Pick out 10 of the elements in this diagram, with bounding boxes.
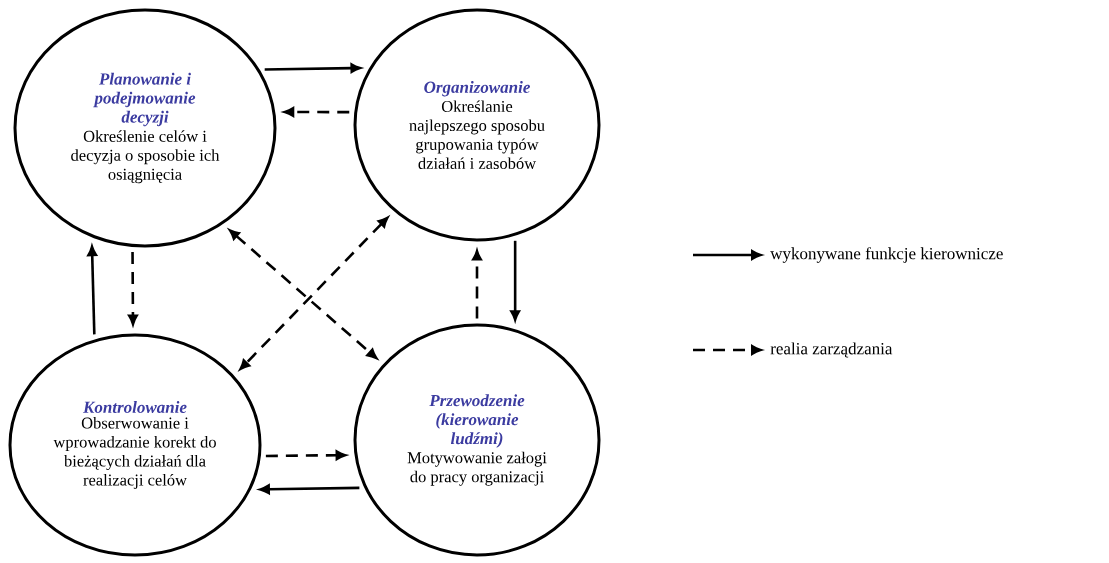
arrow (472, 249, 482, 319)
arrow (265, 450, 347, 461)
arrow (87, 245, 98, 335)
legend-text: realia zarządzania (770, 342, 893, 358)
arrow (283, 107, 350, 117)
arrow (228, 229, 378, 360)
arrow (128, 251, 138, 326)
arrow (510, 240, 521, 321)
arrow (239, 216, 389, 370)
legend-text: wykonywane funkcje kierownicze (770, 247, 1003, 263)
